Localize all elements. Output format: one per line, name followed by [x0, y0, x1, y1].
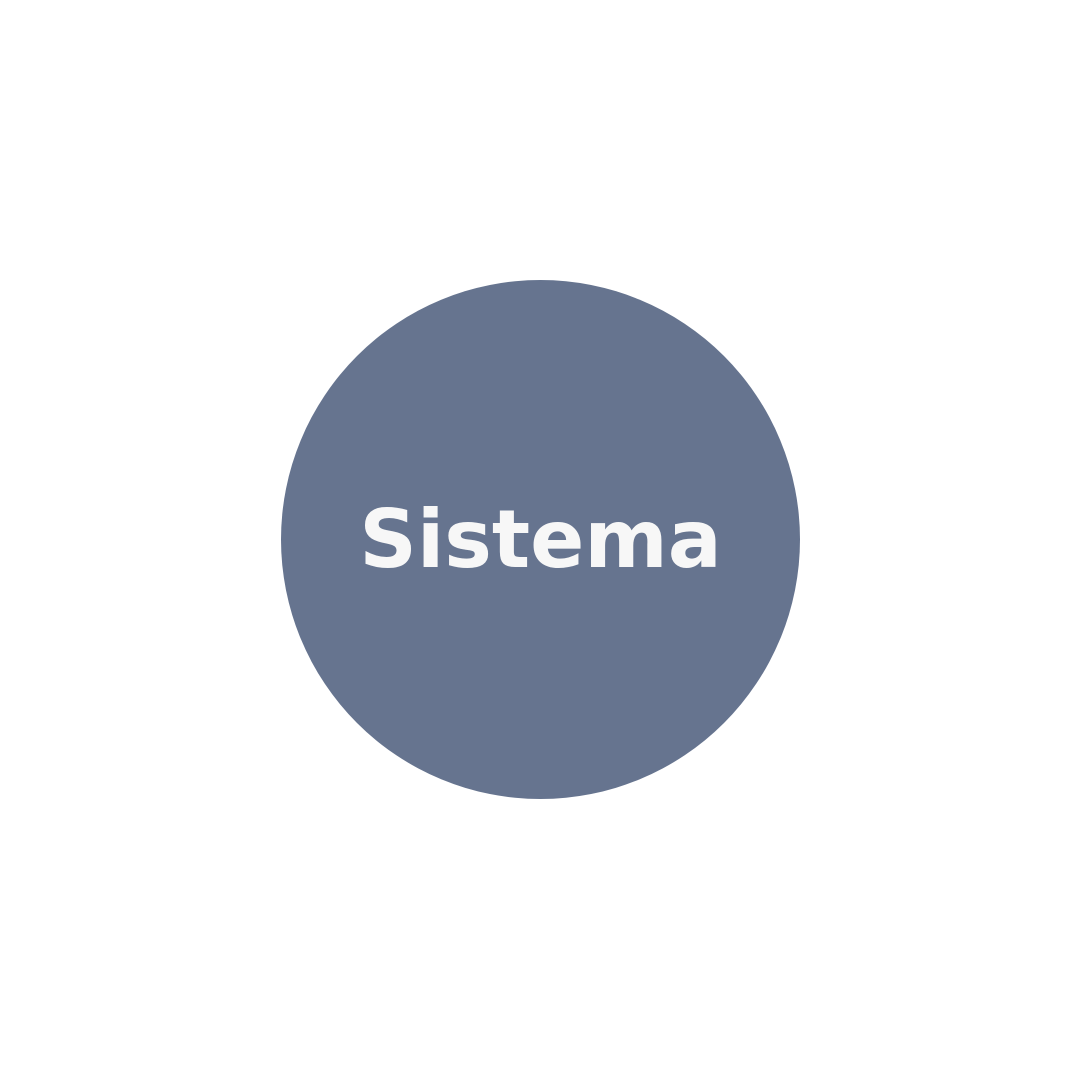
node-label: Sistema: [359, 492, 722, 586]
sistema-node-circle: Sistema: [281, 280, 800, 799]
